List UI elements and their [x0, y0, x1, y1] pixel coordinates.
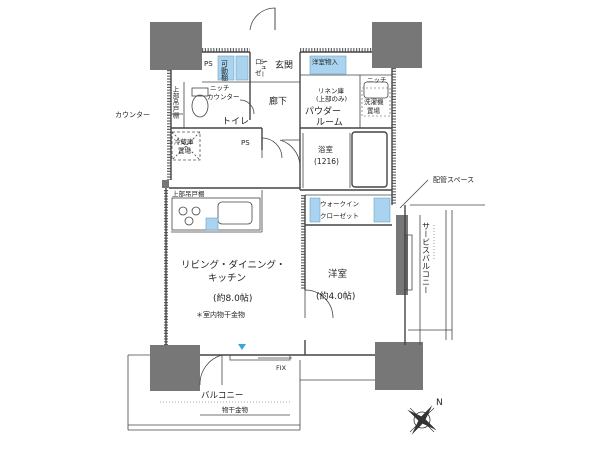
ldk-label-2: キッチン: [208, 273, 246, 284]
bath-label: 浴室: [318, 144, 333, 154]
ps-label-1: PS: [204, 60, 213, 68]
windows: [229, 234, 413, 361]
hall-label: 廊下: [269, 95, 287, 107]
room-labels: リビング・ダイニング・ キッチン (約8.0帖) ＊室内物干金物 洋室 (約4.…: [181, 59, 355, 319]
toilet-label: トイレ: [222, 117, 249, 127]
doors: [199, 7, 334, 386]
shoe-cabinet-label-2: ゼ: [255, 68, 262, 77]
upper-cabinet-kitchen-label: 上部吊戸棚: [172, 189, 205, 198]
compass-icon: [407, 405, 437, 435]
shoe-cabinet-label-1: ロー: [255, 58, 268, 66]
perimeter-walls: [164, 48, 406, 356]
ldk-note: ＊室内物干金物: [196, 310, 245, 319]
north-label: N: [436, 398, 443, 408]
movable-shelf-label-1: 可: [221, 60, 228, 68]
ldk-size: (約8.0帖): [213, 292, 252, 304]
niche-counter-label: ニッチ: [210, 84, 230, 92]
misc-labels: PS PS カウンター 配管スペース サービスバルコニー バルコニー FIX 物…: [115, 60, 474, 414]
counter-label: カウンター: [115, 110, 150, 119]
walkin-label-1: ウォークイン: [320, 200, 359, 208]
movable-shelf-label-2: 動: [221, 66, 228, 75]
laundry-label-1: 洗濯機: [364, 97, 384, 106]
ps-label-2: PS: [241, 139, 250, 147]
movable-shelf-label-3: 棚: [221, 73, 228, 82]
walkin-label-2: クローゼット: [320, 211, 359, 220]
fix-label: FIX: [276, 364, 287, 372]
upper-cabinet-left-label: 上部吊戸棚: [171, 85, 179, 120]
fridge-label-2: 置場: [178, 146, 192, 155]
service-balcony-label: サービスバルコニー: [422, 222, 431, 294]
interior-walls: [169, 52, 392, 355]
ldk-label: リビング・ダイニング・: [181, 259, 286, 271]
laundry-label-2: 置場: [367, 106, 381, 115]
shoe-cabinet-vertical-label: シュー: [258, 58, 266, 78]
balcony-label: バルコニー: [201, 391, 243, 401]
niche-label-1: ニッチ: [367, 76, 387, 84]
entrance-label: 玄関: [275, 59, 293, 71]
western-storage-label: 洋室物入: [312, 57, 339, 66]
western-label: 洋室: [328, 268, 347, 280]
service-balcony: [408, 204, 485, 345]
pipe-space-label: 配管スペース: [433, 175, 474, 184]
fridge-label-1: 冷蔵庫: [174, 137, 194, 146]
balcony: [127, 354, 375, 431]
pipe-space-leader: [399, 179, 429, 209]
powder-label: パウダー: [305, 105, 341, 117]
linen-label-2: (上部のみ): [316, 94, 347, 103]
storage-areas: [217, 55, 391, 223]
linen-label-1: リネン庫: [318, 86, 345, 95]
western-size: (約4.0帖): [316, 290, 355, 302]
entry-marker-icon: [238, 344, 246, 350]
powder-label-2: ルーム: [316, 117, 343, 128]
fixtures: [171, 81, 391, 231]
bath-size: (1216): [314, 157, 339, 166]
drying-label: 物干金物: [222, 405, 249, 414]
storage-labels: 可 動 棚 ロー ゼ 洋室物入 ニッチ ニッチ カウンター リネン庫 (上部のみ…: [171, 57, 387, 220]
niche-counter-label-2: カウンター: [207, 92, 240, 101]
